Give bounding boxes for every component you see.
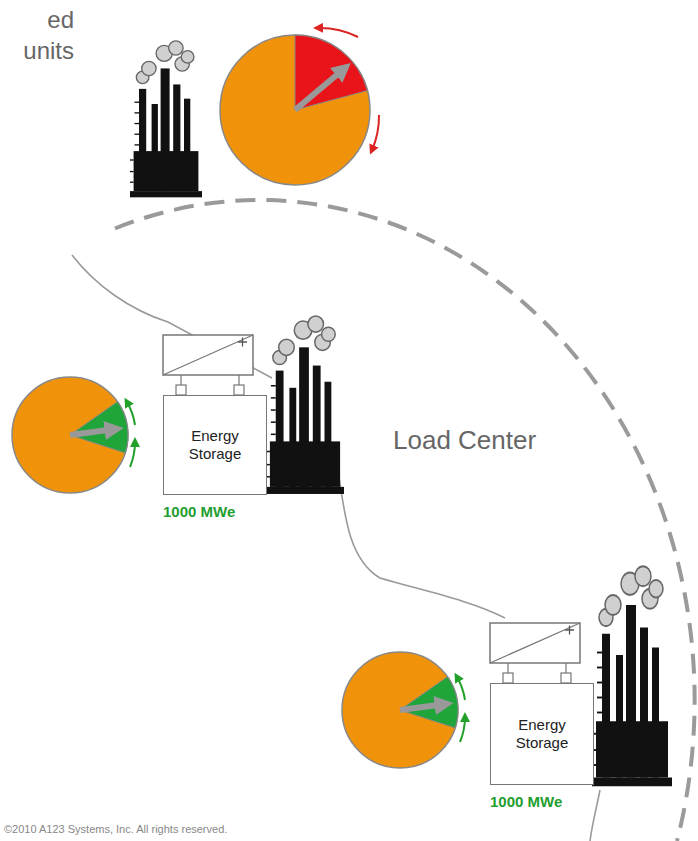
caption-fragment: ed units — [0, 4, 74, 66]
capacity-label: 1000 MWe — [490, 792, 600, 812]
illustration-part — [130, 442, 135, 467]
illustration-part — [400, 704, 446, 710]
illustration-part — [72, 255, 272, 378]
illustration-part — [565, 626, 574, 635]
illustration-part — [295, 35, 367, 110]
illustration-part — [592, 566, 672, 786]
storage-box: Energy Storage — [490, 683, 594, 785]
node-text: Energy Storage — [164, 427, 266, 463]
illustration-part — [490, 623, 580, 663]
storage-box: Energy Storage — [163, 395, 267, 495]
transmission-line — [72, 255, 600, 841]
illustration-part — [130, 41, 202, 197]
illustration-part — [180, 375, 181, 385]
illustration-part — [460, 717, 465, 742]
illustration-part — [295, 68, 345, 110]
illustration-part — [561, 673, 571, 683]
illustration-part — [127, 402, 135, 425]
illustration-part — [238, 375, 239, 385]
illustration-part — [163, 335, 253, 375]
illustration-part — [342, 652, 458, 768]
illustration-part — [565, 663, 566, 673]
illustration-part — [457, 677, 465, 700]
capacity-label: 1000 MWe — [163, 502, 273, 522]
node-text: Energy Storage — [491, 716, 593, 752]
illustration-part — [490, 623, 580, 663]
illustration-part — [318, 28, 358, 37]
illustration-part — [70, 429, 116, 435]
illustration-part — [163, 335, 253, 375]
illustration-part — [507, 663, 508, 673]
illustration-part — [266, 316, 344, 494]
load-center-boundary — [115, 200, 695, 841]
illustration-part — [590, 790, 600, 841]
copyright-note: ©2010 A123 Systems, Inc. All rights rese… — [4, 822, 404, 836]
illustration-part — [238, 338, 247, 347]
illustration-part — [176, 385, 186, 395]
illustration-part — [70, 402, 128, 453]
illustration-part — [400, 677, 458, 728]
illustration-part — [220, 35, 370, 185]
dispatched-plant — [130, 28, 379, 197]
illustration-part — [503, 673, 513, 683]
illustration-part — [338, 470, 505, 618]
illustration-part — [372, 115, 379, 150]
illustration-part — [12, 377, 128, 493]
storage-site — [342, 566, 672, 786]
illustration-part — [234, 385, 244, 395]
region-label: Load Center — [393, 424, 583, 458]
